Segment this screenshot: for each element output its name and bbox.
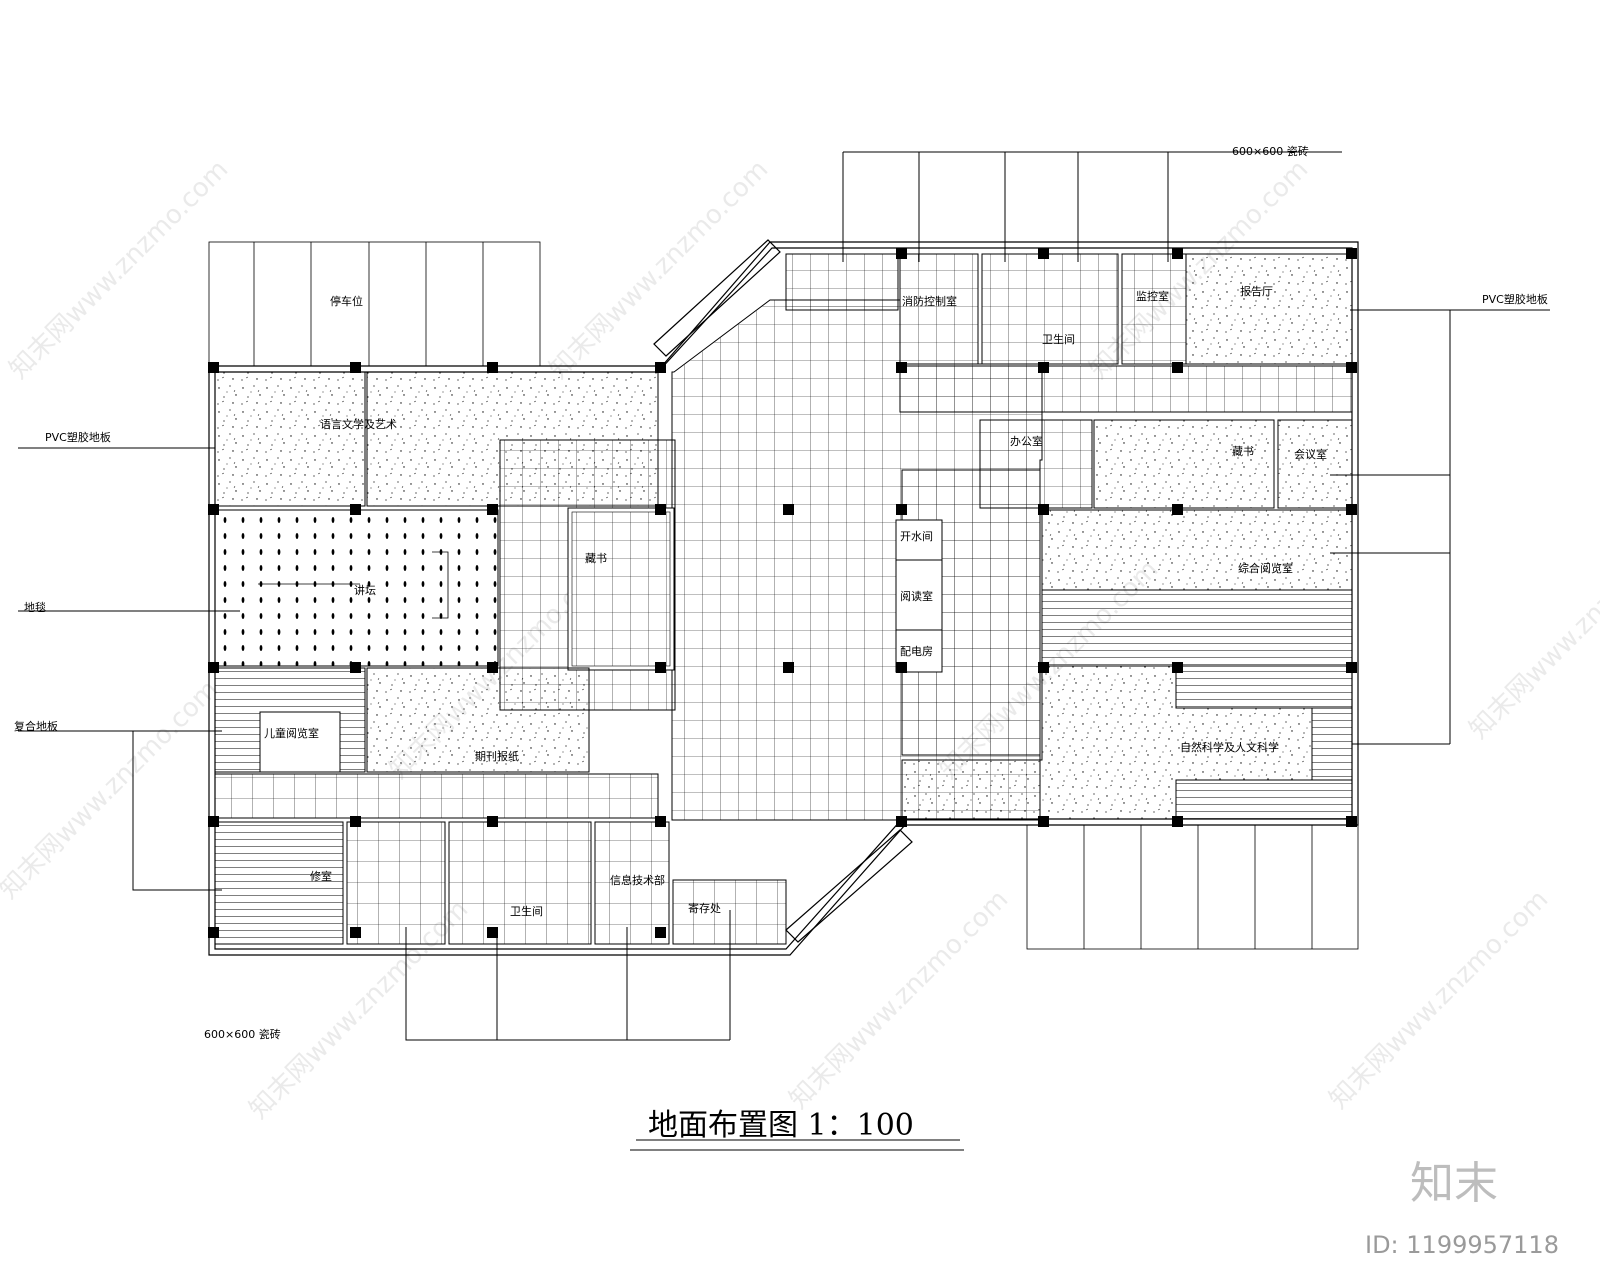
room-label-fire-control: 消防控制室 xyxy=(902,294,957,308)
watermark-text: 知末网www.znzmo.com xyxy=(1464,514,1600,745)
room-label-reserve-b: 藏书 xyxy=(1232,445,1254,458)
brand-logo-text: 知末 xyxy=(1410,1158,1498,1209)
room-label-language-art: 语言文学及艺术 xyxy=(320,417,397,431)
room-label-toilet-top: 卫生间 xyxy=(1042,332,1075,346)
top-rooms xyxy=(785,253,1353,509)
room-label-nature-science: 自然科学及人文科学 xyxy=(1180,740,1279,754)
structural-columns xyxy=(208,248,1357,938)
room-label-periodicals: 期刊报纸 xyxy=(475,749,519,763)
room-label-lecture: 讲坛 xyxy=(354,583,376,597)
watermark-text: 知末网www.znzmo.com xyxy=(784,884,1015,1115)
room-label-general-reading: 综合阅览室 xyxy=(1238,561,1293,575)
room-label-reserve-a: 藏书 xyxy=(585,552,607,565)
room-label-reading-room: 阅读室 xyxy=(900,589,933,603)
room-label-meeting: 会议室 xyxy=(1294,447,1327,461)
room-label-toilet-bottom: 卫生间 xyxy=(510,904,543,918)
leader-lines xyxy=(18,151,1550,1151)
material-label-carpet: 地毯 xyxy=(24,600,46,614)
room-label-monitoring: 监控室 xyxy=(1136,289,1169,303)
hall-small-rooms xyxy=(895,519,943,673)
image-id: ID: 1199957118 xyxy=(1365,1231,1559,1259)
watermark-text: 知末网www.znzmo.com xyxy=(0,674,224,905)
material-label-pvc-left: PVC塑胶地板 xyxy=(45,430,111,444)
drawing-title: 地面布置图 1：100 xyxy=(648,1108,914,1143)
room-label-power-room: 配电房 xyxy=(900,645,933,658)
parking-top-left xyxy=(208,241,541,367)
room-label-workshop: 修室 xyxy=(310,869,332,883)
right-wing xyxy=(901,509,1353,820)
room-label-it-dept: 信息技术部 xyxy=(610,873,665,887)
material-label-tile-bottom: 600×600 瓷砖 xyxy=(204,1027,281,1041)
room-label-boiler: 开水间 xyxy=(900,530,933,543)
room-label-office: 办公室 xyxy=(1010,434,1043,448)
room-label-parking: 停车位 xyxy=(330,294,363,308)
parking-bottom-right xyxy=(1026,824,1359,950)
room-label-storage: 寄存处 xyxy=(688,901,721,915)
room-label-children-reading: 儿童阅览室 xyxy=(264,726,319,740)
material-label-laminate: 复合地板 xyxy=(14,719,58,733)
left-wing xyxy=(214,371,787,945)
material-label-pvc-right: PVC塑胶地板 xyxy=(1482,292,1548,306)
material-label-tile-top: 600×600 瓷砖 xyxy=(1232,144,1309,158)
room-label-report-hall: 报告厅 xyxy=(1240,284,1273,298)
watermark-text: 知末网www.znzmo.com xyxy=(4,154,235,385)
